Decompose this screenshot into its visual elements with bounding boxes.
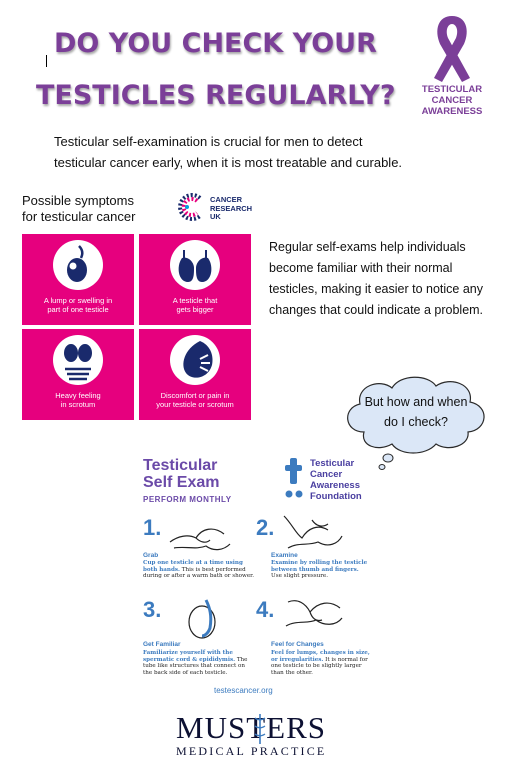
symptom-caption-line: your testicle or scrotum <box>156 400 234 409</box>
step-description: Familiarize yourself with the spermatic … <box>143 650 255 676</box>
foundation-line: Cancer <box>310 469 343 480</box>
awareness-logo-line: TESTICULAR <box>421 84 483 95</box>
awareness-logo-line: CANCER <box>431 95 473 106</box>
cancer-research-logo-text: CANCER RESEARCH UK <box>210 195 253 222</box>
symptom-caption-line: part of one testicle <box>47 305 109 314</box>
symptom-caption: Discomfort or pain in your testicle or s… <box>141 391 249 409</box>
symptom-caption: Heavy feeling in scrotum <box>24 391 132 409</box>
step-number: 2. <box>256 515 275 540</box>
cancer-research-logo-icon <box>178 193 202 221</box>
symptom-caption: A testicle that gets bigger <box>141 296 249 314</box>
symptom-tile-pain: Discomfort or pain in your testicle or s… <box>139 329 251 420</box>
symptom-icon-circle <box>170 335 220 385</box>
hands-feel-icon <box>285 600 343 627</box>
text-cursor <box>46 55 47 67</box>
intro-line: testicular cancer early, when it is most… <box>54 155 403 170</box>
step-text: The tube like structures that connect on… <box>143 656 248 676</box>
testicle-anatomy-icon <box>188 599 216 639</box>
awareness-logo-line: AWARENESS <box>421 106 483 117</box>
cr-logo-line: UK <box>210 212 221 221</box>
bubble-line: But how and when <box>364 395 468 409</box>
hands-grab-icon <box>169 528 231 551</box>
step-bold-text: Feel for lumps, changes in size, or irre… <box>271 650 370 663</box>
intro-paragraph: Testicular self-examination is crucial f… <box>54 131 474 173</box>
bubble-line: do I check? <box>384 415 448 429</box>
symptom-caption-line: in scrotum <box>60 400 96 409</box>
thought-bubble-text: But how and when do I check? <box>350 392 482 432</box>
self-exam-title: Testicular Self Exam <box>143 457 219 491</box>
benefit-line: changes that could indicate a problem. <box>269 303 484 317</box>
symptoms-heading: Possible symptoms for testicular cancer <box>22 193 152 225</box>
practice-logo-wordmark: MUSTERS <box>176 710 326 745</box>
benefit-line: become familiar with their normal <box>269 261 453 275</box>
step-number: 3. <box>143 597 162 622</box>
heavy-scrotum-icon <box>64 344 92 381</box>
thought-bubble-icon <box>347 376 485 470</box>
foundation-logo-text: Testicular Cancer Awareness Foundation <box>310 458 362 502</box>
symptom-caption-line: A testicle that <box>172 296 218 305</box>
awareness-ribbon-icon <box>434 16 470 82</box>
intro-line: Testicular self-examination is crucial f… <box>54 134 363 149</box>
step-text: This is best performed during or after a… <box>143 566 254 580</box>
foundation-line: Foundation <box>310 491 362 502</box>
enlarged-testicle-icon <box>178 250 212 282</box>
caduceus-icon <box>254 714 266 744</box>
step-bold-text: Cup one testicle at a time using both ha… <box>143 560 243 573</box>
symptoms-grid: A lump or swelling in part of one testic… <box>22 234 252 420</box>
foundation-logo-icon <box>285 458 303 498</box>
perform-monthly-label: PERFORM MONTHLY <box>143 495 232 504</box>
step-number: 1. <box>143 515 162 540</box>
symptoms-heading-line: Possible symptoms <box>22 193 134 208</box>
step-text: Use slight pressure. <box>271 573 329 580</box>
self-exam-card <box>136 452 374 698</box>
practice-logo-subtitle: MEDICAL PRACTICE <box>176 744 327 758</box>
foundation-line: Testicular <box>310 458 355 469</box>
step-name: Examine <box>271 552 298 559</box>
step-bold-text: Familiarize yourself with the spermatic … <box>143 650 236 663</box>
benefit-line: Regular self-exams help individuals <box>269 240 466 254</box>
symptoms-heading-line: for testicular cancer <box>22 209 136 224</box>
step-name: Grab <box>143 552 159 559</box>
hands-examine-icon <box>283 515 343 549</box>
symptom-icon-circle <box>170 240 220 290</box>
step-number: 4. <box>256 597 275 622</box>
symptom-caption-line: Discomfort or pain in <box>160 391 230 400</box>
cr-logo-line: CANCER <box>210 195 243 204</box>
symptom-tile-heavy: Heavy feeling in scrotum <box>22 329 134 420</box>
symptom-tile-enlarged: A testicle that gets bigger <box>139 234 251 325</box>
page-title-line-2: TESTICLES REGULARLY? <box>36 80 396 111</box>
self-exam-benefit-text: Regular self-exams help individuals beco… <box>269 237 514 321</box>
symptom-icon-circle <box>53 240 103 290</box>
step-bold-text: Examine by rolling the testicle between … <box>271 560 368 573</box>
symptom-caption-line: gets bigger <box>176 305 214 314</box>
step-description: Cup one testicle at a time using both ha… <box>143 560 255 580</box>
step-name: Get Familiar <box>143 641 181 648</box>
benefit-line: testicles, making it easier to notice an… <box>269 282 483 296</box>
foundation-line: Awareness <box>310 480 360 491</box>
symptom-caption: A lump or swelling in part of one testic… <box>24 296 132 314</box>
cr-logo-line: RESEARCH <box>210 203 253 213</box>
symptom-tile-lump: A lump or swelling in part of one testic… <box>22 234 134 325</box>
pain-icon <box>183 341 213 378</box>
self-exam-title-line: Self Exam <box>143 474 220 491</box>
page-title-line-1: DO YOU CHECK YOUR <box>54 28 377 59</box>
foundation-url: testescancer.org <box>214 686 273 695</box>
symptom-caption-line: Heavy feeling <box>55 391 101 400</box>
self-exam-title-line: Testicular <box>143 457 218 474</box>
lump-icon <box>67 245 87 282</box>
symptom-icon-circle <box>53 335 103 385</box>
step-description: Feel for lumps, changes in size, or irre… <box>271 650 371 676</box>
step-text: It is normal for one testicle to be slig… <box>271 656 368 676</box>
step-description: Examine by rolling the testicle between … <box>271 560 371 580</box>
symptom-caption-line: A lump or swelling in <box>43 296 113 305</box>
awareness-logo-text: TESTICULAR CANCER AWARENESS <box>406 84 498 117</box>
step-name: Feel for Changes <box>271 641 324 648</box>
